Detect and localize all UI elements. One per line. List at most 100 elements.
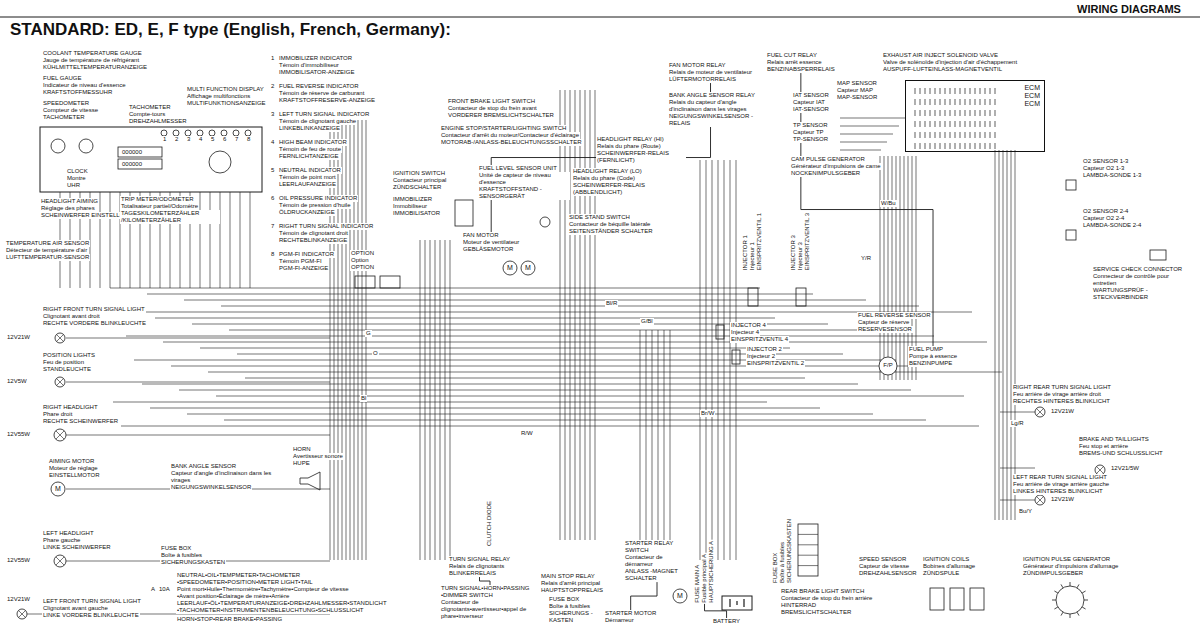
- component-text: LAMBDA-SONDE 2-4: [1082, 222, 1142, 229]
- instrument-cluster-outline: [40, 127, 262, 192]
- component-text: FUEL PUMP: [908, 346, 944, 353]
- o2-sensor-symbol: [1066, 180, 1076, 190]
- ecm-pin: [975, 121, 976, 127]
- lamp-wire: [66, 435, 330, 436]
- ecm-pin: [950, 143, 951, 149]
- component-text: FAN MOTOR: [462, 232, 500, 239]
- component-text: OIL PRESSURE INDICATOR: [278, 195, 358, 202]
- component-label: TURN SIGNAL•HORN•PASSING •DIMMER SWITCHC…: [440, 585, 540, 620]
- component-label: SPEED SENSORCapteur de vitesseDREHZAHLSE…: [858, 556, 918, 577]
- component-text: STARTER MOTOR: [604, 610, 657, 617]
- ecm-pin: [940, 99, 941, 105]
- component-text: HEADLIGHT RELAY (HI): [596, 136, 665, 143]
- label-text: Bu/Y: [1018, 508, 1033, 515]
- component-text: ECM: [1023, 84, 1041, 92]
- ecm-pin: [930, 143, 931, 149]
- component-label: IMMOBILIZERImmobiliseurIMMOBILISATOR: [392, 196, 441, 217]
- harness-wire: [118, 312, 972, 313]
- component-label: TURN SIGNAL RELAYRelais de clignotantsBL…: [448, 556, 511, 577]
- component-text: EINSPRITZVENTIL 1: [756, 212, 763, 271]
- harness-wire: [718, 160, 719, 560]
- sensor-wire: [840, 134, 893, 135]
- battery-plate: [743, 599, 744, 607]
- harness-wire: [445, 240, 446, 560]
- motor-symbol: [503, 261, 517, 275]
- component-label: COOLANT TEMPERATURE GAUGEJauge de tempér…: [42, 50, 148, 71]
- battery-plate: [729, 599, 730, 607]
- pulse-tooth: [1061, 612, 1063, 615]
- component-text: FERNLICHTANZEIGE: [278, 153, 340, 160]
- label-text: M: [54, 485, 62, 493]
- component-text: GEBLÄSEMOTOR: [462, 246, 514, 253]
- component-text: Capteur MAP: [836, 87, 874, 94]
- option-connector: [380, 276, 400, 288]
- component-text: Générateur d'impulsions d'allumage: [1022, 563, 1119, 570]
- label-text: M: [676, 592, 684, 600]
- component-text: AUSPUFF-LUFTEINLASS-MAGNETVENTIL: [882, 66, 1003, 73]
- component-text: Capteur IAT: [792, 99, 826, 106]
- component-label: STARTER RELAY SWITCHContacteur de démarr…: [624, 540, 690, 582]
- switch-connector: [455, 200, 473, 226]
- bulb-filament: [57, 335, 64, 342]
- label-text: 12V21W: [6, 334, 31, 341]
- component-text: REAR BRAKE LIGHT SWITCH: [780, 588, 865, 595]
- component-text: LEFT REAR TURN SIGNAL LIGHT: [1012, 474, 1108, 481]
- component-text: Boîte à fusibles: [548, 603, 591, 610]
- component-text: Boîte à fusibles: [160, 552, 203, 559]
- component-text: Contacteur de stop du frein avant: [447, 105, 538, 112]
- component-text: Moteur de ventilateur: [462, 239, 520, 246]
- component-text: SICHERUNGSKASTEN: [160, 559, 226, 566]
- ecm-pin: [980, 143, 981, 149]
- ecm-pin: [955, 132, 956, 138]
- pulse-tooth: [1070, 582, 1071, 586]
- component-text: RESERVESENSOR: [857, 326, 913, 333]
- cluster-wire: [210, 192, 211, 288]
- ecm-pin: [995, 110, 996, 116]
- harness-wire: [179, 390, 911, 391]
- ecm-pin: [920, 132, 921, 138]
- pulse-tooth: [1054, 607, 1057, 609]
- bulb-filament: [56, 431, 64, 439]
- component-text: SCHEINWERFER-RELAIS (ABBLENDLICHT): [572, 182, 662, 196]
- component-text: FUSE BOX: [548, 596, 580, 603]
- component-text: Relais du capteur d'angle d'inclinaison …: [668, 99, 760, 113]
- cluster-wire: [200, 192, 201, 288]
- component-text: Valve de solénoïde d'injection d'air d'é…: [882, 59, 1018, 66]
- bulb-filament: [56, 431, 64, 439]
- bulb-filament: [57, 379, 64, 386]
- harness-wire: [880, 156, 881, 380]
- component-text: LEFT TURN SIGNAL INDICATOR: [278, 111, 370, 118]
- component-text: Montre: [66, 175, 87, 182]
- ecm-pin: [935, 99, 936, 105]
- option-connector: [355, 276, 375, 288]
- component-text: LUFTTEMPERATUR-SENSOR: [5, 254, 90, 261]
- component-text: ZÜNDIMPULSGEBER: [1022, 570, 1084, 577]
- harness-wire: [888, 156, 889, 380]
- component-text: ECM: [1023, 100, 1041, 108]
- component-text: Capteur TP: [792, 129, 825, 136]
- component-text: Témoin de pression d'huile: [278, 202, 352, 209]
- component-label: NEUTRAL INDICATORTémoin de point mortLEE…: [278, 167, 342, 188]
- ecm-pin: [960, 143, 961, 149]
- harness-wire: [430, 240, 431, 560]
- component-text: NEUTRAL INDICATOR: [278, 167, 342, 174]
- component-text: IMMOBILIZER INDICATOR: [278, 55, 353, 62]
- component-text: TACHOMETER: [128, 104, 172, 111]
- component-label: TACHOMETERCompte-toursDREHZAHLMESSER: [128, 104, 188, 125]
- ecm-pin: [920, 99, 921, 105]
- bulb-filament: [1097, 467, 1104, 474]
- component-text: STARTER RELAY SWITCH: [624, 540, 690, 554]
- harness-wire: [1011, 150, 1012, 520]
- sensor-wire: [840, 150, 881, 151]
- component-text: Relais arrêt essence: [766, 59, 823, 66]
- component-label: FUEL GAUGEIndicateur de niveau d'essence…: [42, 75, 127, 96]
- component-text: Compte-tours: [128, 111, 166, 118]
- harness-wire: [652, 330, 653, 540]
- ecm-pin: [920, 143, 921, 149]
- label-text: 12V21W: [1050, 408, 1075, 415]
- ecm-pin: [975, 99, 976, 105]
- component-text: MOTORAB-/ANLASS-BELEUCHTUNGSSCHALTER: [440, 139, 582, 146]
- harness-wire: [150, 408, 820, 409]
- label-text: 3: [186, 136, 191, 143]
- component-text: SIDE STAND SWITCH: [568, 214, 631, 221]
